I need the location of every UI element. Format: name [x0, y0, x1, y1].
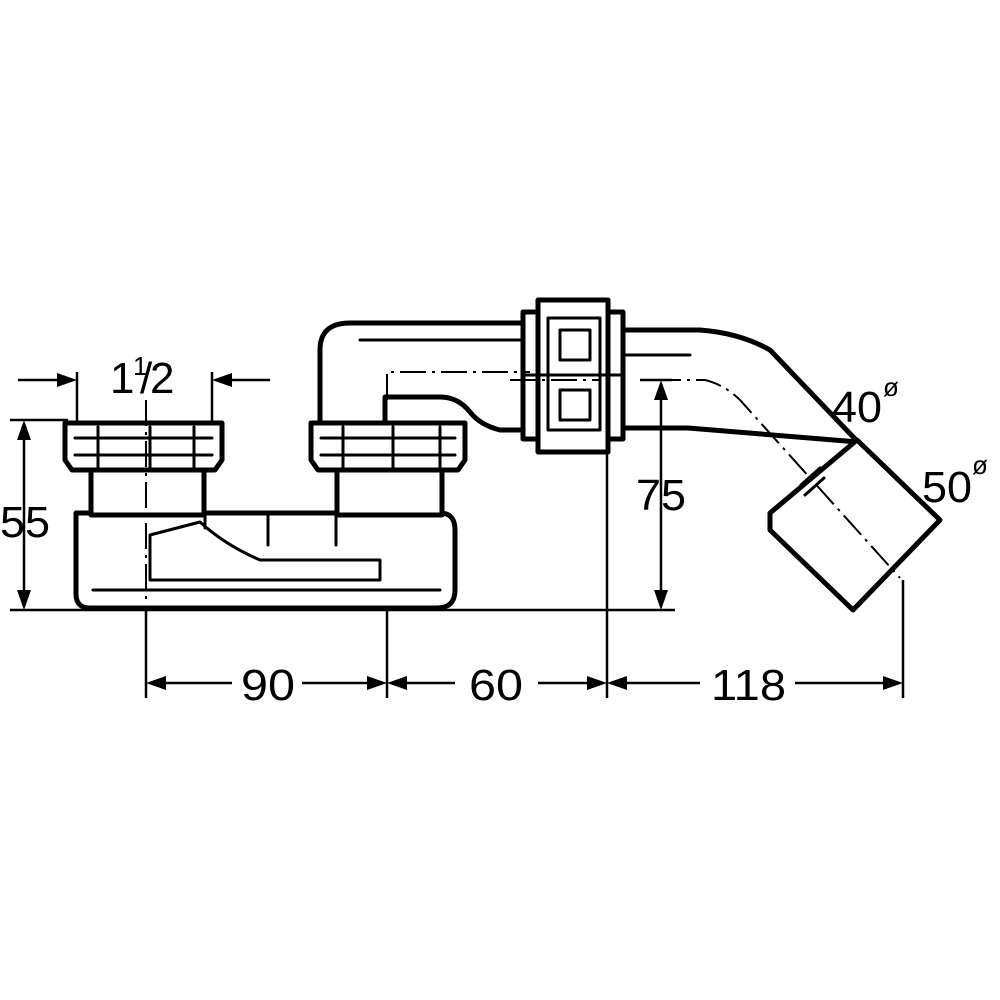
arrow-75-bottom — [654, 590, 668, 610]
upper-elbow-pipe — [317, 320, 543, 433]
arrow-55-bottom — [17, 590, 31, 610]
extension-lines — [10, 372, 905, 698]
thread-denominator: 2 — [150, 354, 174, 403]
thread-size-label: 1 1 / 2 — [110, 351, 174, 403]
middle-spigot — [308, 420, 468, 518]
centre-lines — [145, 371, 901, 605]
thread-numerator: 1 — [133, 351, 147, 381]
arrow-thread-right — [212, 373, 232, 387]
thread-whole: 1 — [110, 354, 134, 403]
diameter-40-label: 40 ø — [832, 372, 899, 432]
arrow-75-top — [654, 380, 668, 400]
arrow-118-right — [883, 676, 903, 690]
diameter-50-label: 50 ø — [922, 450, 988, 512]
lower-channel — [73, 510, 458, 611]
arrow-90-left — [146, 676, 166, 690]
arrow-55-top — [17, 420, 31, 440]
diameter-40-value: 40 — [832, 383, 882, 432]
arrow-90-right — [367, 676, 387, 690]
arrow-thread-left — [57, 373, 77, 387]
union-nut — [520, 297, 626, 455]
diameter-50-value: 50 — [922, 463, 972, 512]
arrow-60-right — [587, 676, 607, 690]
thread-slash: / — [140, 354, 153, 403]
left-spigot — [62, 420, 225, 518]
dimension-90-label: 90 — [241, 661, 295, 710]
dimension-60-label: 60 — [469, 661, 523, 710]
angled-outlet-pipe — [597, 327, 861, 445]
outlet-sleeve — [767, 437, 943, 613]
arrow-60-left — [387, 676, 407, 690]
arrow-118-left — [607, 676, 627, 690]
arrowheads — [17, 373, 903, 690]
diameter-40-symbol: ø — [883, 372, 899, 402]
dimension-118-label: 118 — [711, 661, 786, 710]
dimension-55-label: 55 — [0, 498, 50, 547]
dimension-75-label: 75 — [636, 471, 686, 520]
diameter-50-symbol: ø — [972, 450, 988, 480]
